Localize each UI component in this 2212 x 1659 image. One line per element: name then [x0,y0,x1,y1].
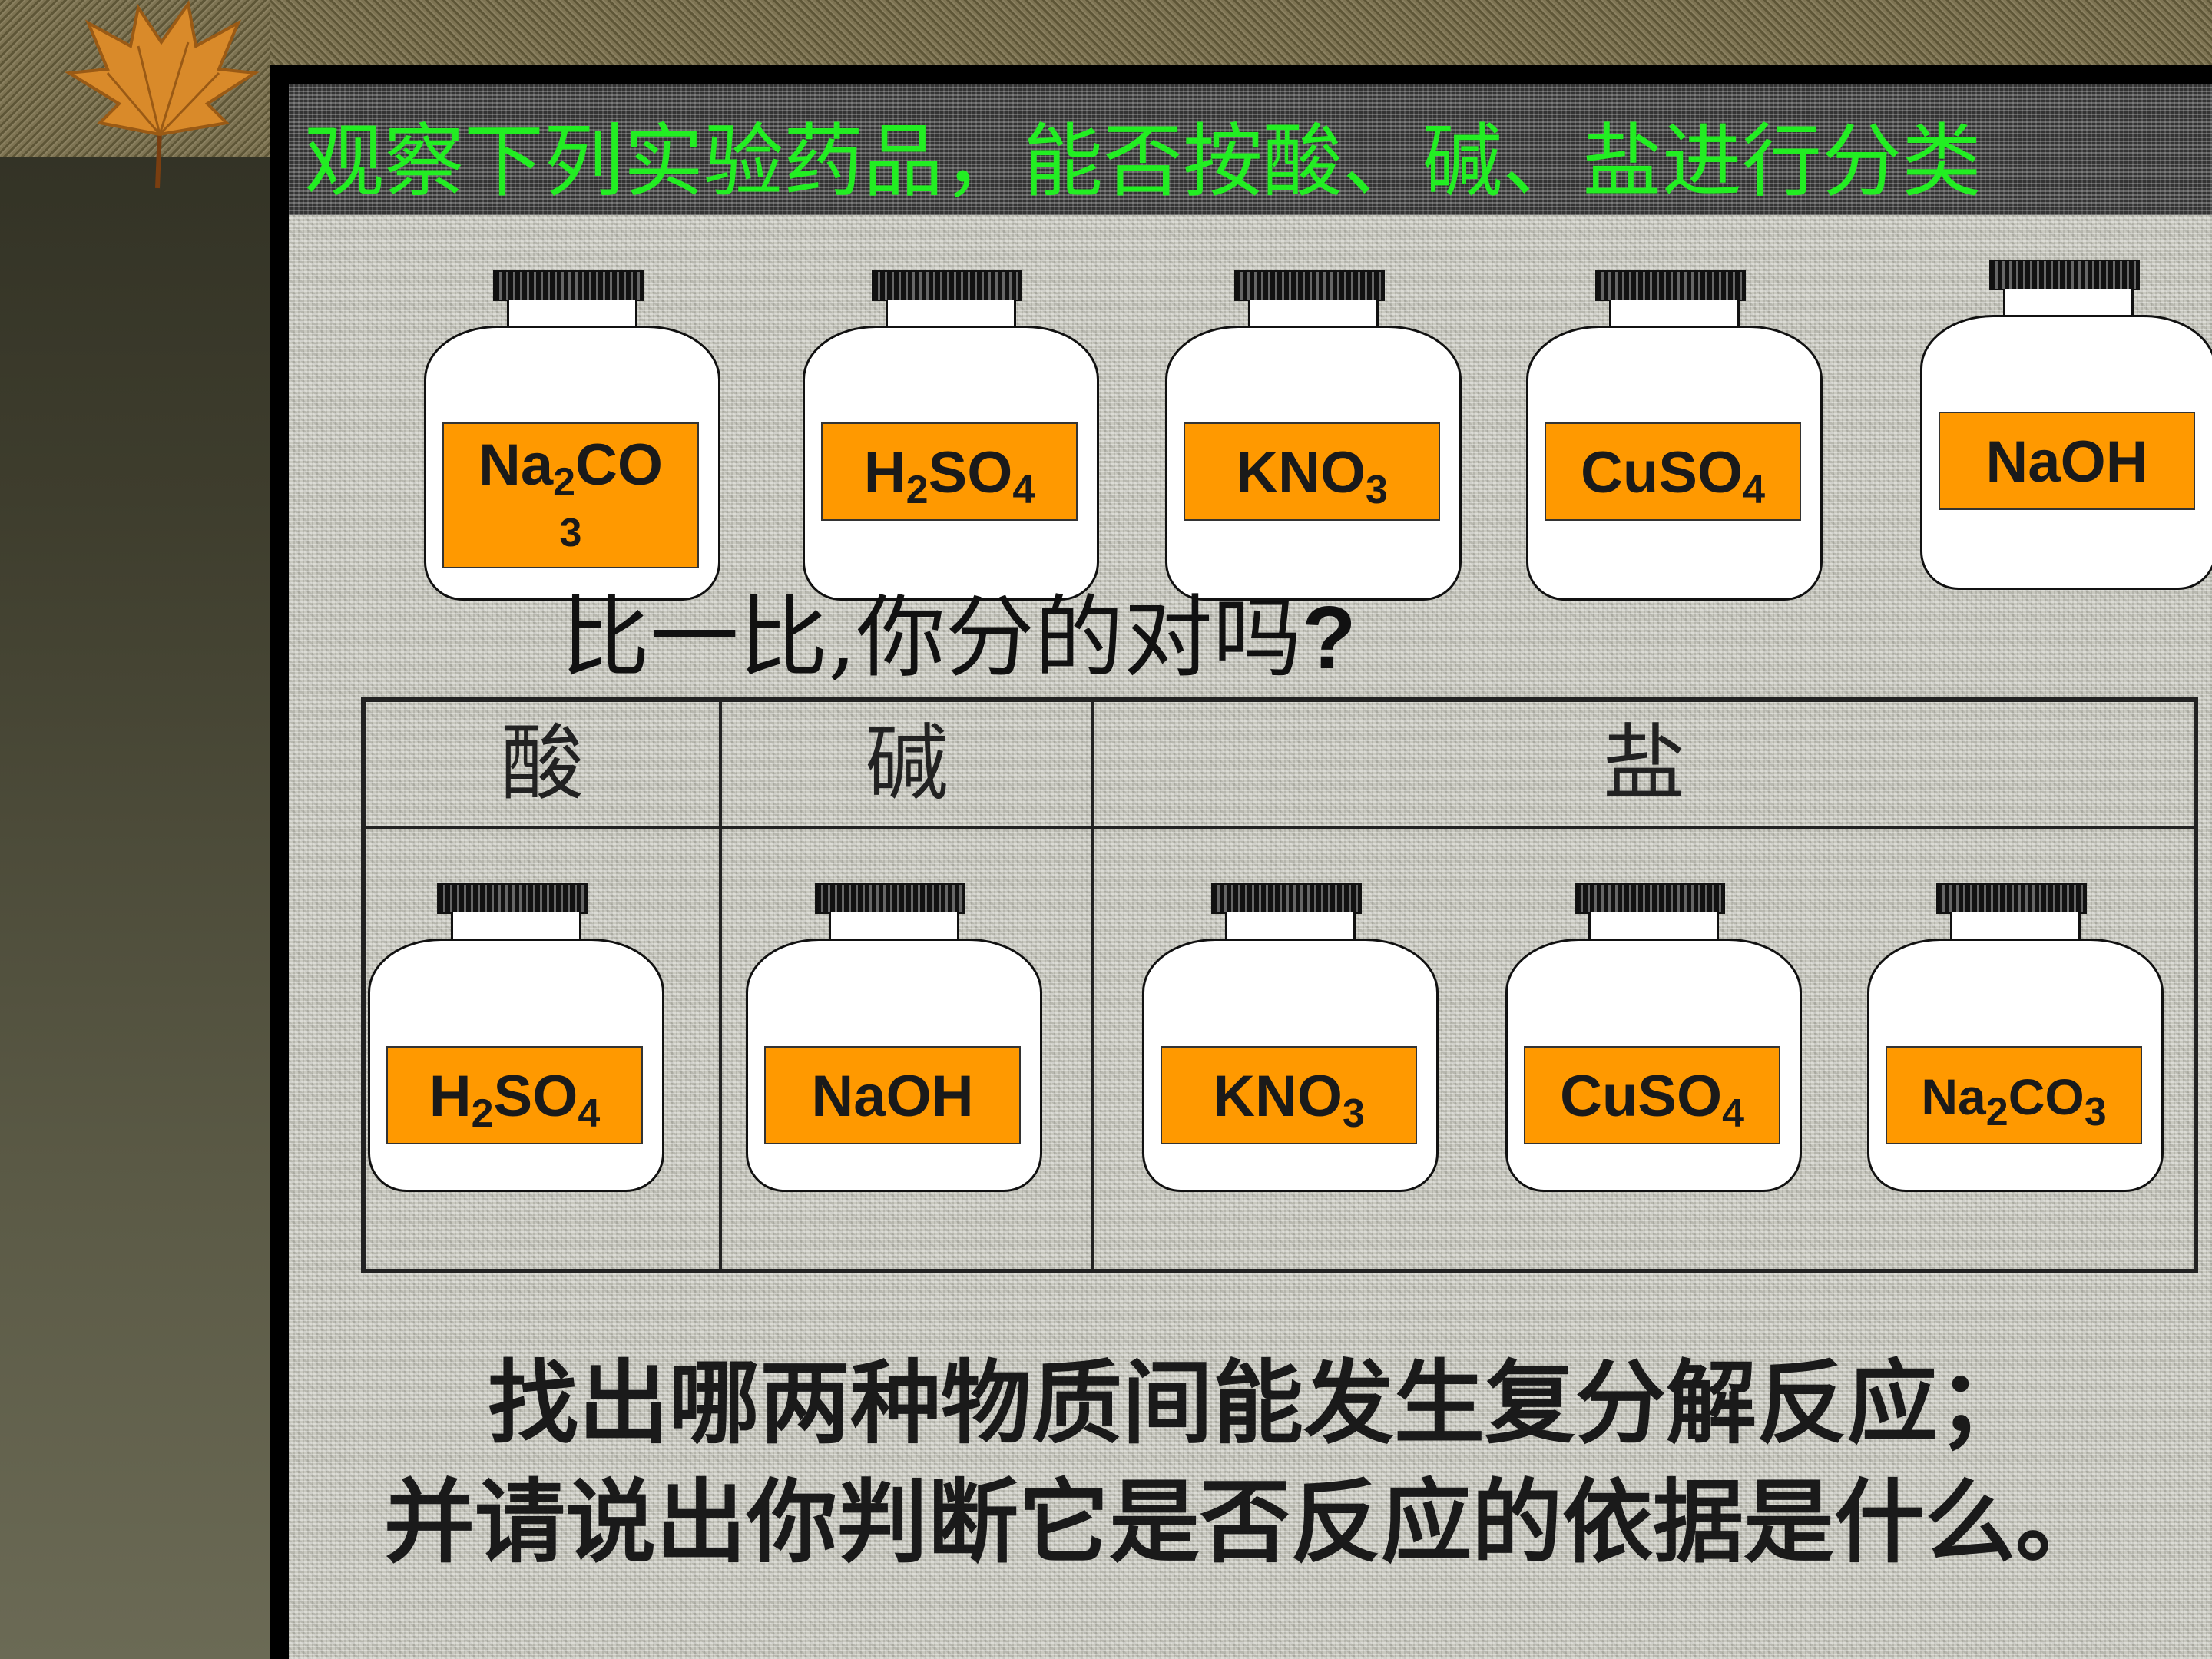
bottle-neck [1950,912,2081,940]
slide-title: 观察下列实验药品，能否按酸、碱、盐进行分类 [304,114,1982,208]
bottle-neck [1609,300,1740,327]
header-base: 碱 [865,716,949,812]
header-salt: 盐 [1602,716,1686,812]
bottle-label: CuSO4 [1545,422,1801,521]
left-sidebar-band [0,0,270,1659]
table-header-divider [366,826,2194,830]
bottle-neck [829,912,959,940]
bottle-cap [1595,270,1746,301]
instruction-line-1: 找出哪两种物质间能发生复分解反应； [488,1350,2029,1456]
bottle-neck [1588,912,1719,940]
bottle-neck [507,300,637,327]
bottle-label: H2SO4 [386,1046,643,1144]
bottle-cuso4-top: CuSO4 [1526,270,1823,601]
bottle-cap [493,270,644,301]
table-divider [1091,702,1094,1269]
bottle-label: KNO3 [1161,1046,1417,1144]
bottle-neck [451,912,581,940]
bottle-cap [1234,270,1385,301]
bottle-label: H2SO4 [821,422,1078,521]
instruction-line-2: 并请说出你判断它是否反应的依据是什么。 [384,1469,2107,1575]
bottle-cap [815,883,965,914]
bottle-cap [1211,883,1362,914]
bottle-cap [1989,260,2140,290]
bottle-neck [1248,300,1379,327]
bottle-label: CuSO4 [1524,1046,1780,1144]
maple-leaf-icon [64,0,260,189]
question-text: 比一比,你分的对吗? [561,586,1356,690]
title-bar [289,84,2212,215]
top-texture-band [0,0,2212,65]
bottle-na2co3-salt: Na2CO3 [1867,883,2164,1214]
bottle-cap [1936,883,2087,914]
bottle-na2co3-top: Na2CO 3 [424,270,720,601]
bottle-neck [1225,912,1356,940]
bottle-label: Na2CO 3 [442,422,699,568]
bottle-label: Na2CO3 [1886,1046,2142,1144]
bottle-h2so4-top: H2SO4 [803,270,1099,601]
bottle-cap [1575,883,1725,914]
bottle-label: KNO3 [1184,422,1440,521]
header-acid: 酸 [500,716,584,812]
table-divider [719,702,722,1269]
bottle-naoh-top: NaOH [1920,260,2212,590]
bottle-naoh-base: NaOH [746,883,1042,1214]
bottle-cap [437,883,588,914]
bottle-label: NaOH [764,1046,1021,1144]
bottle-label: NaOH [1939,412,2195,510]
bottle-kno3-top: KNO3 [1165,270,1462,601]
bottle-neck [2003,289,2134,316]
bottle-cuso4-salt: CuSO4 [1505,883,1802,1214]
classification-table: 酸 碱 盐 [361,697,2198,1273]
bottle-cap [872,270,1022,301]
bottle-neck [886,300,1016,327]
bottle-kno3-salt: KNO3 [1142,883,1439,1214]
bottle-h2so4-acid: H2SO4 [368,883,664,1214]
